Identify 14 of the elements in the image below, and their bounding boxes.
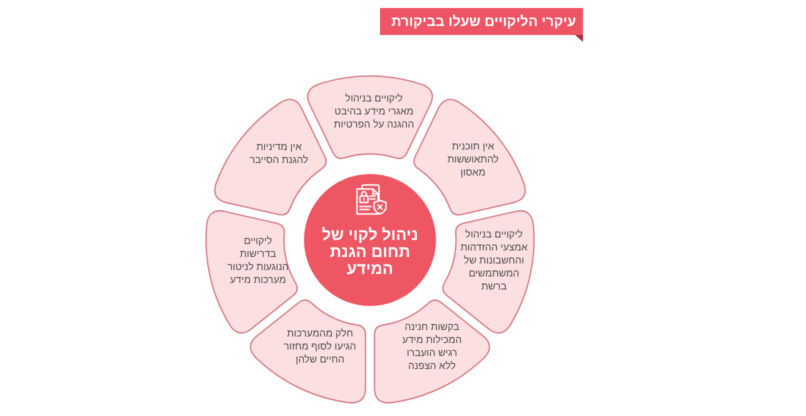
- petal-segment: [249, 299, 367, 404]
- center-heading: ניהול לקוי של תחום הגנת המידע: [320, 227, 420, 278]
- petal-text: אין מדיניות להגנת הסייבר: [248, 141, 310, 167]
- petal-text: ליקויים בניהול אמצעי ההזדהות והחשבונות של המשתמשים ברשת: [460, 228, 528, 294]
- petal-text: חלק מהמערכות הגיעו לסוף מחזור החיים שלהן: [282, 328, 358, 366]
- title-banner: עיקרי הליקויים שעלו בביקורת: [380, 8, 583, 35]
- petal-text: בקשות חנינה המכילות מידע רגיש הועברו ללא הצפנה: [401, 321, 463, 373]
- petal-segment: [412, 98, 526, 216]
- petal-text: ליקויים בניהול מאגרי מידע בהיבט ההגנה על הפרטיות: [333, 92, 415, 132]
- petal-segment: [373, 299, 491, 404]
- petal-segment: [213, 98, 327, 216]
- petal-segment: [306, 74, 433, 159]
- petal-text: ליקויים בדרישות הנוגעות לניטור מערכות מידע: [226, 235, 290, 287]
- petal-text: אין תוכנית להתאוששות מאסון: [446, 140, 500, 180]
